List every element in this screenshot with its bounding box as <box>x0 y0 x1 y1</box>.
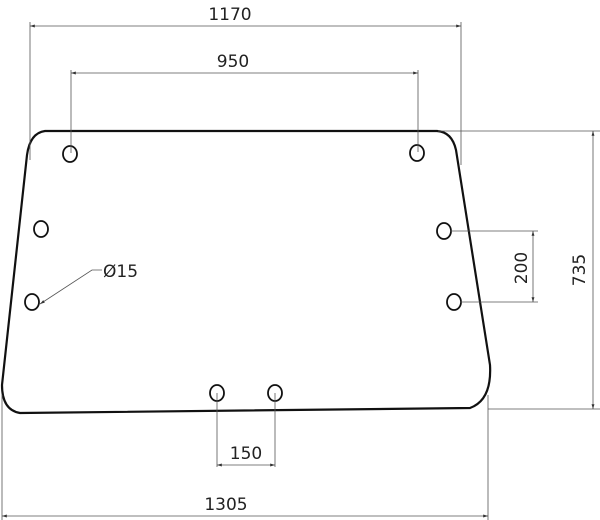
dimension-label: 150 <box>230 444 262 464</box>
hole-diameter-callout: Ø15 <box>39 262 138 305</box>
dimension-top-hole-spacing: 950 <box>70 52 419 153</box>
dimension-label: 1305 <box>204 495 247 515</box>
dimension-height: 735 <box>438 130 600 410</box>
hole <box>446 293 462 311</box>
hole <box>33 220 49 238</box>
dimension-top-width: 1170 <box>29 5 462 165</box>
holes <box>24 144 462 402</box>
dimension-bottom-hole-spacing: 150 <box>216 393 276 467</box>
glass-outline <box>0 129 492 415</box>
dimension-side-hole-spacing: 200 <box>450 230 538 303</box>
dimension-label: 1170 <box>208 5 251 25</box>
hole <box>62 145 78 163</box>
hole <box>409 144 425 162</box>
dimension-bottom-width: 1305 <box>1 395 489 520</box>
dimension-label: Ø15 <box>103 262 138 282</box>
dimension-label: 200 <box>512 252 532 284</box>
dimension-label: 735 <box>570 254 590 286</box>
hole <box>436 222 452 240</box>
dimension-label: 950 <box>217 52 249 72</box>
hole <box>24 293 40 311</box>
